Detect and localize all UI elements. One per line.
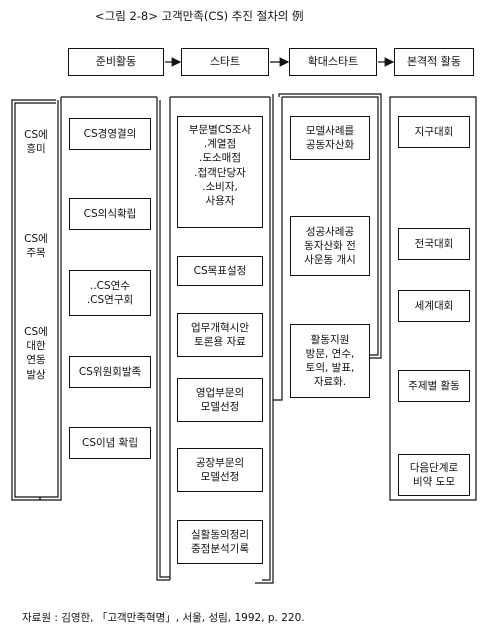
col2-box-sales-model: 영업부문의 모델선정 <box>177 378 263 422</box>
col2-box-cs-goal: CS목표설정 <box>177 256 263 286</box>
col1-box-cs-awareness: CS의식확립 <box>69 198 151 230</box>
stage-start: 스타트 <box>181 48 269 76</box>
col1-bracket-inner <box>40 100 59 498</box>
col1-box-cs-committee: CS위원회발족 <box>69 356 151 388</box>
col2-box-activity-record: 실활동의정리 중점분석기록 <box>177 520 263 564</box>
col2-box-dept-survey: 부문별CS조사 .계열점 .도소매점 .접객단당자 .소비자, 사용자 <box>177 116 263 228</box>
col0-item-idea: CS에 대한 연동 발상 <box>24 326 48 381</box>
col1-box-cs-resolution: CS경영결의 <box>69 118 151 150</box>
col1-box-cs-training: ..CS연수 .CS연구회 <box>69 270 151 316</box>
col3-box-activity-support: 활동지원 방문, 연수, 토의, 발표, 자료화. <box>290 324 370 398</box>
stage-full-activity: 본격적 활동 <box>394 48 474 76</box>
col4-bracket <box>389 96 477 501</box>
figure-title: <그림 2-8> 고객만족(CS) 추진 절차의 例 <box>95 9 304 23</box>
col1-box-cs-philosophy: CS이념 확립 <box>69 427 151 459</box>
col1-col2-line <box>156 97 170 581</box>
col2-box-factory-model: 공장부문의 모델선정 <box>177 448 263 492</box>
col0-item-attention: CS에 주목 <box>24 233 48 260</box>
col4-box-regional: 지구대회 <box>398 116 470 148</box>
stage-preparation: 준비활동 <box>68 48 164 76</box>
col4-box-world: 세계대회 <box>398 290 470 322</box>
col0-bracket-inner <box>14 102 56 498</box>
col4-box-next-step: 다음단계로 비약 도모 <box>398 454 470 496</box>
col0-item-interest: CS에 흥미 <box>24 129 48 156</box>
col3-box-success-cases: 성공사례공 동자산화 전 사운동 개시 <box>290 216 370 276</box>
source-citation: 자료원 : 김영한, 「고객만족혁명」, 서울, 성림, 1992, p. 22… <box>22 612 305 624</box>
col4-box-national: 전국대회 <box>398 228 470 260</box>
col4-box-theme: 주제별 활동 <box>398 370 470 402</box>
col1-bracket-outer <box>40 97 62 501</box>
col2-box-reform-draft: 업무개혁시안 토론용 자료 <box>177 313 263 357</box>
stage-expanded-start: 확대스타트 <box>289 48 377 76</box>
col3-box-model-cases: 모델사례를 공동자산화 <box>290 116 370 160</box>
col0-bracket-outer <box>11 99 56 501</box>
